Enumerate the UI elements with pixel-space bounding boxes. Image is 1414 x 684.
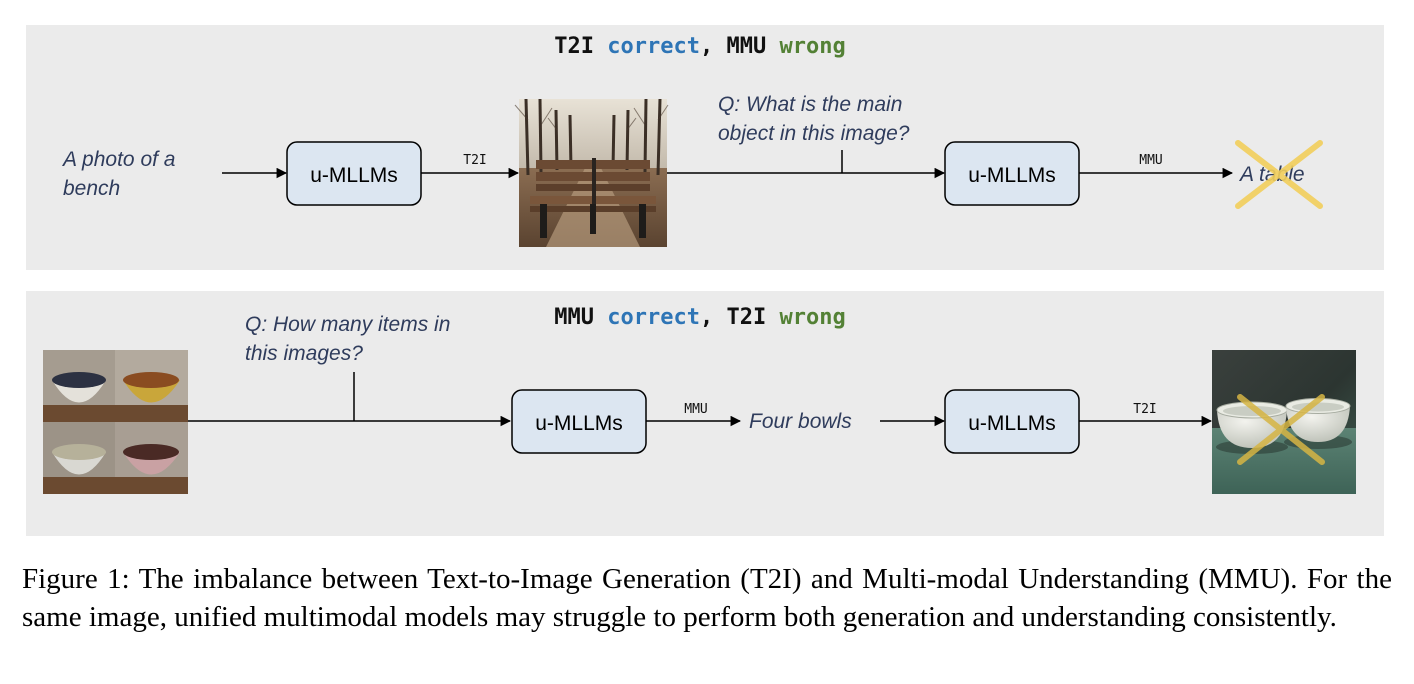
figure-caption: Figure 1: The imbalance between Text-to-… (22, 563, 1392, 633)
top-title-wrong: wrong (779, 34, 845, 59)
bottom-model1-label: u-MLLMs (535, 412, 623, 435)
bottom-panel-title: MMU correct, T2I wrong (554, 305, 845, 330)
bottom-question-line1: Q: How many items in (245, 313, 450, 336)
bottom-model2-label: u-MLLMs (968, 412, 1056, 435)
bottom-title-t2i: T2I (726, 305, 766, 330)
bench-image (514, 98, 669, 247)
top-arrow2-label: MMU (1139, 153, 1162, 168)
bottom-title-correct: correct (607, 305, 700, 330)
top-title-sep: , (700, 34, 727, 59)
two-bowls-image (1212, 350, 1356, 494)
bottom-question-text: Q: How many items in this images? (245, 313, 456, 365)
top-question-text: Q: What is the main object in this image… (718, 93, 910, 145)
top-model1-label: u-MLLMs (310, 164, 398, 187)
bottom-title-wrong: wrong (779, 305, 845, 330)
bottom-arrow1-label: MMU (684, 402, 707, 417)
top-title-t2i: T2I (554, 34, 594, 59)
four-bowls-image (43, 350, 188, 494)
diagram: T2I correct, MMU wrong A photo of a benc… (26, 25, 1384, 536)
bottom-wrong-cross-icon (1237, 394, 1325, 465)
bottom-title-sep: , (700, 305, 727, 330)
bottom-question-line2: this images? (245, 342, 363, 365)
bottom-answer-text: Four bowls (749, 410, 852, 433)
top-title-mmu: MMU (726, 34, 766, 59)
bottom-title-mmu: MMU (554, 305, 594, 330)
top-question-line2: object in this image? (718, 122, 910, 145)
top-panel-title: T2I correct, MMU wrong (554, 34, 845, 59)
top-prompt-text: A photo of a bench (61, 148, 181, 200)
top-prompt-line1: A photo of a (61, 148, 175, 171)
top-panel (26, 25, 1384, 270)
top-wrong-cross-icon (1235, 140, 1323, 209)
top-prompt-line2: bench (63, 177, 120, 200)
top-arrow1-label: T2I (463, 153, 486, 168)
bottom-panel (26, 291, 1384, 536)
bottom-arrow2-label: T2I (1133, 402, 1156, 417)
top-question-line1: Q: What is the main (718, 93, 902, 116)
top-title-correct: correct (607, 34, 700, 59)
top-model2-label: u-MLLMs (968, 164, 1056, 187)
